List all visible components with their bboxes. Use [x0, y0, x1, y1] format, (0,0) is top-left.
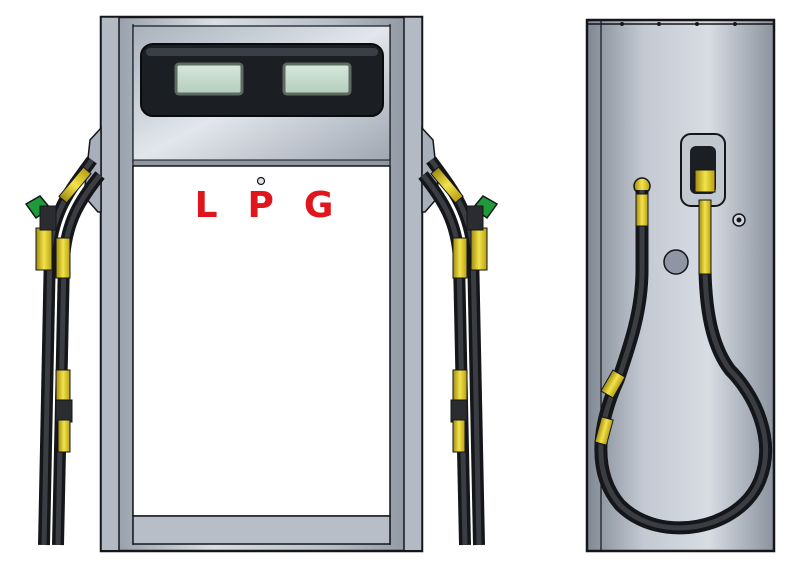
side-dispenser — [585, 18, 776, 553]
front-dispenser — [24, 15, 499, 553]
right-rail — [403, 16, 423, 552]
display-screen-left — [174, 62, 244, 96]
side-hose-loop — [594, 169, 773, 535]
left-rail — [100, 16, 120, 552]
side-port — [663, 249, 689, 275]
side-body — [585, 18, 776, 553]
display-screen-right — [282, 62, 352, 96]
base-plate — [132, 515, 391, 545]
left-hose-assembly — [24, 156, 105, 546]
right-hose-assembly — [418, 156, 499, 546]
top-rivets — [620, 22, 737, 26]
display-housing — [140, 43, 384, 117]
lpg-label: LPG — [194, 185, 364, 226]
front-panel — [132, 165, 391, 517]
panel-screw — [256, 176, 266, 186]
